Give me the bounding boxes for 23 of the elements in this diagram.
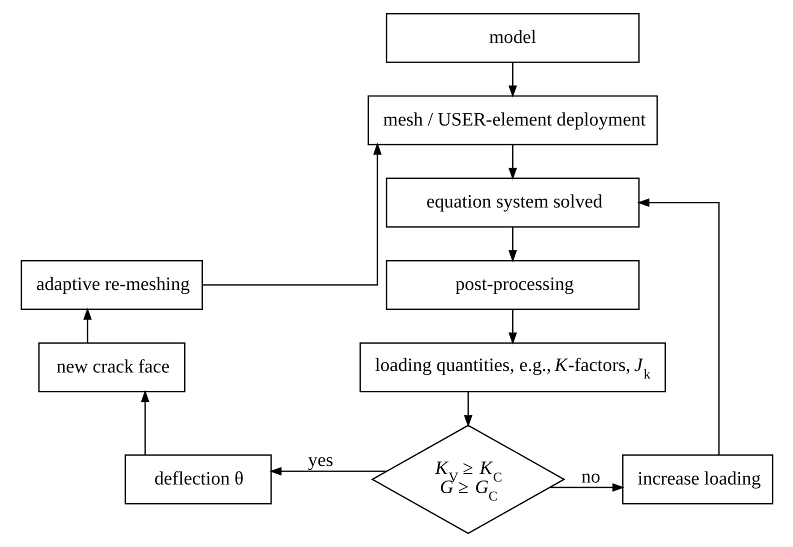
arrow: [549, 483, 624, 492]
node-box: new crack face: [38, 342, 185, 392]
node-box: mesh / USER-element deployment: [367, 95, 658, 146]
arrow: [82, 308, 92, 343]
node-box: post-processing: [385, 260, 640, 310]
node-box: model: [385, 12, 640, 63]
node-box: increase loading: [622, 454, 773, 504]
node-box: adaptive re-meshing: [20, 260, 202, 310]
arrow: [636, 198, 720, 455]
node-diamond: K$_{V}$ ≥ K$_{C}$ G ≥ G$_{C}$: [370, 424, 565, 534]
arrow: [508, 310, 517, 345]
arrow: [202, 142, 382, 286]
arrow: [268, 467, 386, 476]
edge-label: yes: [308, 450, 333, 472]
node-box: deflection θ: [124, 454, 272, 504]
arrow: [508, 227, 517, 262]
arrow: [463, 392, 472, 428]
node-box: loading quantities, e.g., K-factors, J$_{k}$: [359, 342, 666, 392]
edge-label: no: [580, 466, 600, 488]
node-box: equation system solved: [385, 178, 640, 228]
arrow: [508, 145, 517, 180]
arrow: [508, 62, 517, 98]
arrow: [140, 390, 149, 456]
